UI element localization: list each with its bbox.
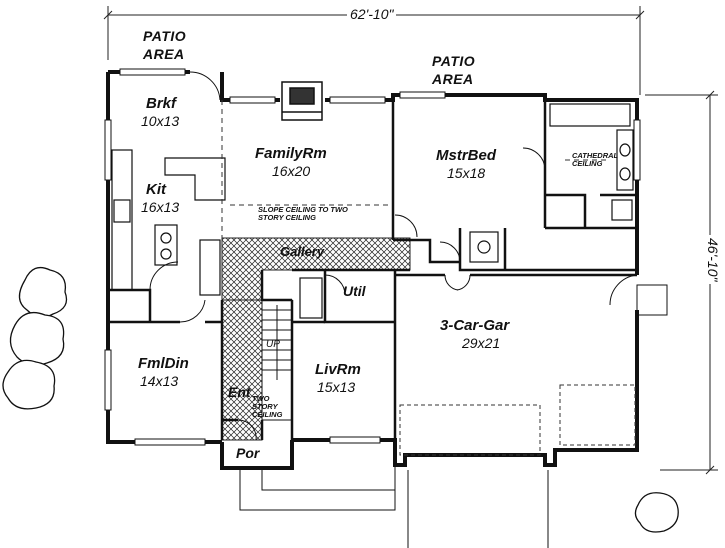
family-room-name: FamilyRm xyxy=(255,145,327,162)
master-bed-name: MstrBed xyxy=(436,147,497,164)
entry-ceiling-note: TWO STORY CEILING xyxy=(252,394,283,419)
garage-size: 29x21 xyxy=(462,335,501,351)
stairs xyxy=(261,299,293,421)
patio-area-right-label: PATIO AREA xyxy=(432,53,476,87)
living-room-size: 15x13 xyxy=(317,379,356,395)
kitchen-fixtures xyxy=(111,149,226,296)
breakfast-room-size: 10x13 xyxy=(141,113,180,129)
door-swings xyxy=(149,71,638,441)
gallery-floor-hatch xyxy=(221,237,411,441)
stair-up-label: UP xyxy=(266,339,280,350)
master-bed-size: 15x18 xyxy=(447,165,486,181)
overall-width-label: 62'-10" xyxy=(347,7,397,21)
kitchen-name: Kit xyxy=(146,181,166,198)
entry-name: Ent xyxy=(228,384,251,400)
cathedral-ceiling-note: CATHEDRAL CEILING xyxy=(572,151,618,168)
family-dining-size: 14x13 xyxy=(140,373,179,389)
slope-ceiling-note: SLOPE CEILING TO TWO STORY CEILING xyxy=(258,205,348,222)
patio-area-left-label: PATIO AREA xyxy=(143,28,187,62)
living-room-name: LivRm xyxy=(315,361,361,378)
garage-doors xyxy=(399,384,636,456)
family-room-size: 16x20 xyxy=(272,163,311,179)
utility-name: Util xyxy=(343,283,366,299)
porch-walkway xyxy=(239,284,668,548)
family-dining-name: FmlDin xyxy=(138,355,189,372)
interior-walls xyxy=(108,100,637,455)
bath-fixtures xyxy=(299,103,634,319)
garage-name: 3-Car-Gar xyxy=(440,317,510,334)
windows xyxy=(104,68,641,446)
kitchen-size: 16x13 xyxy=(141,199,180,215)
overall-depth-label: 46'-10" xyxy=(705,235,721,285)
porch-name: Por xyxy=(236,445,260,461)
gallery-name: Gallery xyxy=(280,244,325,259)
ceiling-lines xyxy=(221,100,610,238)
breakfast-room-name: Brkf xyxy=(146,95,177,112)
landscaping-trees xyxy=(2,266,679,533)
fireplace xyxy=(281,81,323,121)
